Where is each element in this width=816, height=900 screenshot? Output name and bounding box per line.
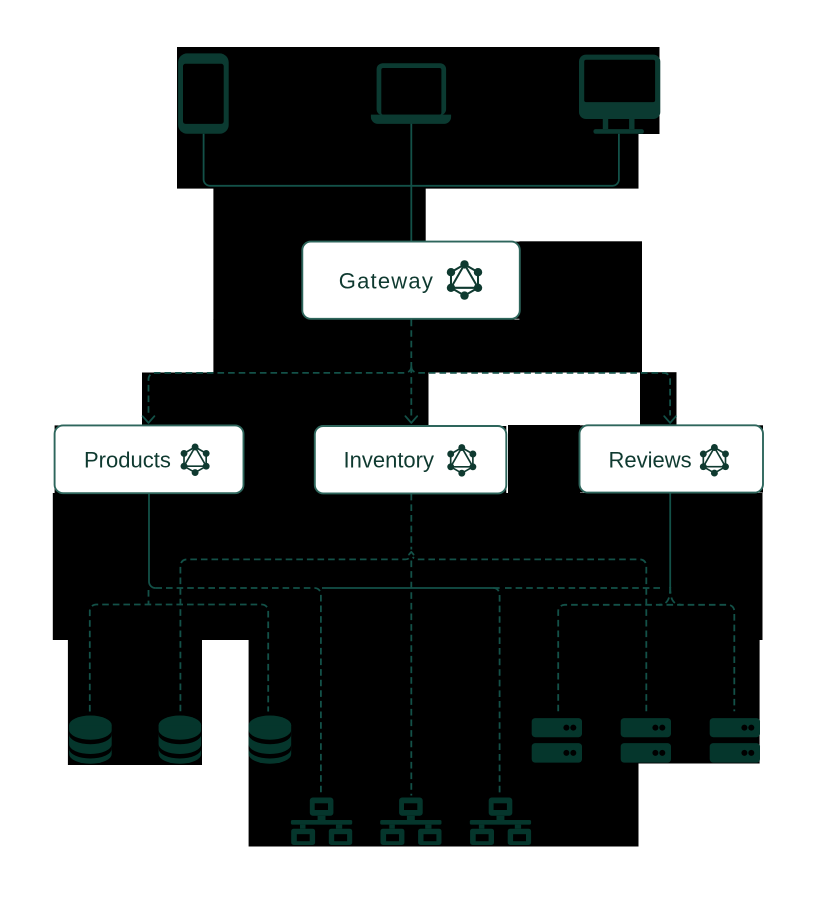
svg-text:Products: Products [84,448,171,473]
svg-text:Inventory: Inventory [344,448,435,473]
svg-text:Reviews: Reviews [609,448,692,473]
svg-text:Gateway: Gateway [339,268,434,293]
